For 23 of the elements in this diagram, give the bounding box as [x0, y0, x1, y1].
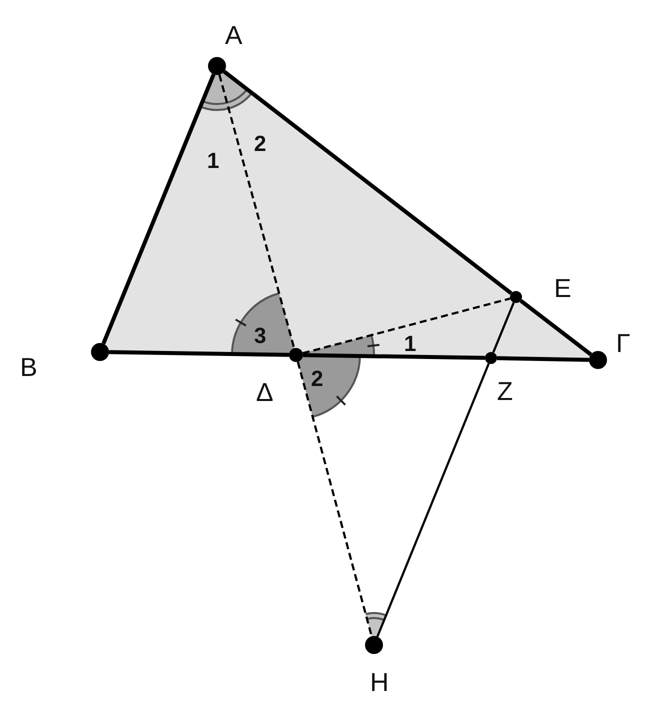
dashed-line: [218, 74, 296, 349]
line-segment: [376, 363, 490, 638]
point-label: Δ: [256, 379, 274, 405]
point-label: H: [370, 669, 389, 695]
dashed-line: [302, 297, 510, 354]
line-segment: [492, 302, 515, 353]
angle-number: 1: [404, 333, 416, 355]
point-label: Z: [497, 378, 513, 404]
line-segment: [108, 350, 290, 357]
angle-number: 1: [207, 150, 220, 172]
line-segment: [102, 74, 216, 344]
point-label: Γ: [616, 330, 630, 356]
line-segment: [520, 299, 592, 356]
point-label: A: [225, 22, 242, 48]
point-label: B: [20, 354, 38, 380]
dashed-line: [296, 361, 373, 637]
angle-number: 2: [254, 133, 266, 155]
line-segment: [222, 70, 512, 295]
angle-number: 2: [311, 368, 324, 390]
line-segment: [496, 356, 590, 362]
line-segment: [302, 353, 486, 360]
point-label: E: [554, 275, 572, 301]
angle-number: 3: [254, 325, 266, 347]
